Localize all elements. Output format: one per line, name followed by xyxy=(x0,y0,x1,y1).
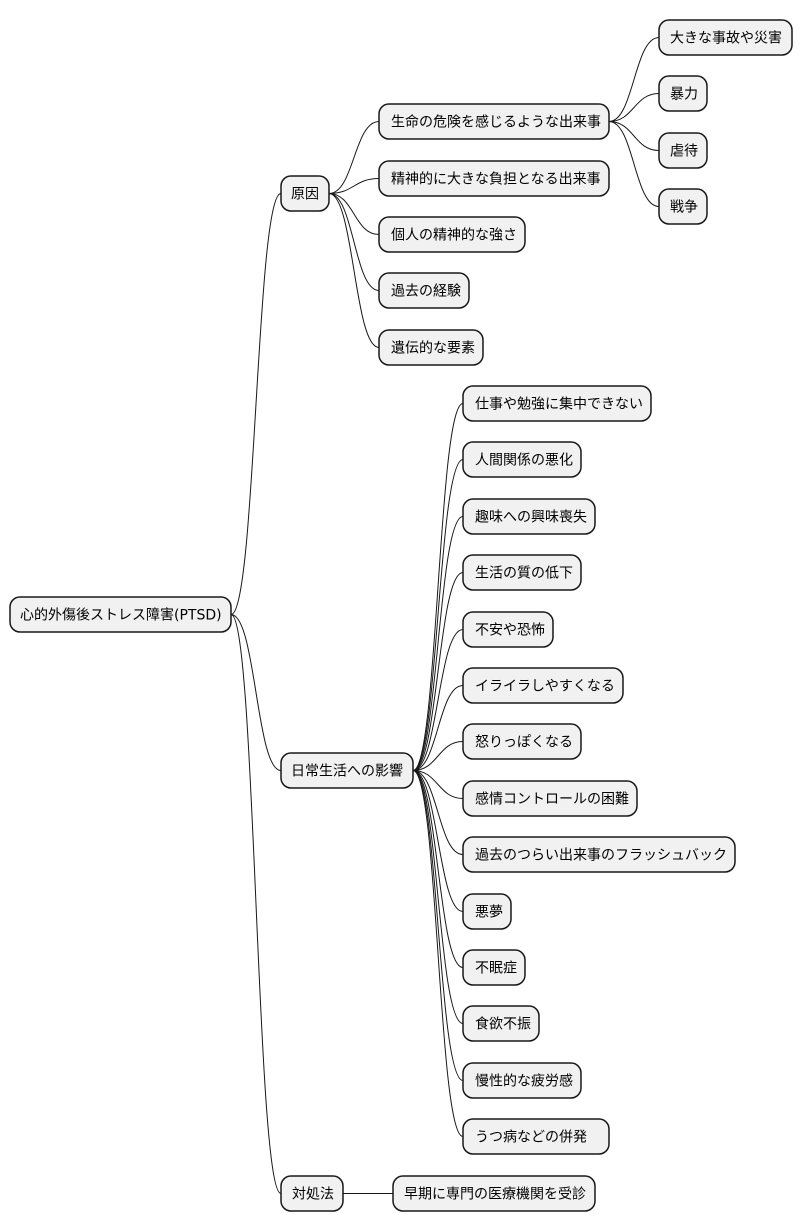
connector-line xyxy=(412,516,464,771)
connector-line xyxy=(608,121,660,207)
connector-line xyxy=(412,741,464,771)
impact-node-insomnia: 不眠症 xyxy=(462,949,526,986)
impact-node-quality-of-life: 生活の質の低下 xyxy=(462,554,582,591)
cause-node-life-threatening: 生命の危険を感じるような出来事 xyxy=(378,103,610,140)
cause-node-war: 戦争 xyxy=(658,188,708,225)
node-label: イライラしやすくなる xyxy=(475,679,615,695)
branch-node-causes: 原因 xyxy=(280,175,330,212)
connector-line xyxy=(412,770,464,968)
impact-node-anger: 怒りっぽくなる xyxy=(462,723,582,760)
impact-node-nightmares: 悪夢 xyxy=(462,893,512,930)
coping-node-medical-consultation: 早期に専門の医療機関を受診 xyxy=(392,1175,596,1212)
node-label: 戦争 xyxy=(670,200,698,216)
node-label: 生命の危険を感じるような出来事 xyxy=(391,114,601,131)
branch-node-label: 原因 xyxy=(291,187,319,203)
branch-node-coping: 対処法 xyxy=(280,1175,344,1212)
connector-line xyxy=(608,37,660,122)
cause-node-abuse: 虐待 xyxy=(658,132,708,169)
cause-node-genetic: 遺伝的な要素 xyxy=(378,329,484,366)
impact-node-depression: うつ病などの併発 xyxy=(462,1118,610,1155)
connector-line xyxy=(230,614,282,771)
node-label: 虐待 xyxy=(670,144,698,160)
node-label: 過去のつらい出来事のフラッシュバック xyxy=(475,848,727,864)
impact-node-fatigue: 慢性的な疲労感 xyxy=(462,1062,582,1099)
connector-line xyxy=(412,770,464,1081)
cause-node-mental-burden: 精神的に大きな負担となる出来事 xyxy=(378,160,610,197)
branch-node-label: 対処法 xyxy=(292,1187,334,1203)
node-label: 感情コントロールの困難 xyxy=(475,791,629,808)
impact-node-appetite-loss: 食欲不振 xyxy=(462,1005,540,1042)
branch-node-daily-life-impact: 日常生活への影響 xyxy=(280,752,414,789)
impact-node-loss-of-interest: 趣味への興味喪失 xyxy=(462,498,596,535)
cause-node-accident-disaster: 大きな事故や災害 xyxy=(658,19,793,56)
connector-line xyxy=(412,770,464,799)
node-label: 大きな事故や災害 xyxy=(670,31,782,47)
node-label: 怒りっぽくなる xyxy=(475,735,573,751)
connector-line xyxy=(230,193,282,615)
impact-node-relationships: 人間関係の悪化 xyxy=(462,441,582,478)
node-label: 慢性的な疲労感 xyxy=(475,1073,573,1090)
cause-node-violence: 暴力 xyxy=(658,75,708,112)
node-label: 精神的に大きな負担となる出来事 xyxy=(391,172,601,188)
node-label: 過去の経験 xyxy=(391,284,461,300)
node-label: 不眠症 xyxy=(475,961,517,977)
node-label: 人間関係の悪化 xyxy=(475,453,573,469)
impact-node-anxiety-fear: 不安や恐怖 xyxy=(462,611,554,648)
connector-line xyxy=(328,193,380,348)
node-label: 仕事や勉強に集中できない xyxy=(475,396,643,413)
connector-line xyxy=(328,121,380,194)
cause-node-mental-strength: 個人の精神的な強さ xyxy=(378,216,526,253)
connector-line xyxy=(328,193,380,235)
connector-line xyxy=(412,685,464,771)
impact-node-irritability: イライラしやすくなる xyxy=(462,667,624,704)
root-node-label: 心的外傷後ストレス障害(PTSD) xyxy=(20,608,222,624)
connector-line xyxy=(328,193,380,291)
node-label: 悪夢 xyxy=(475,905,503,921)
connector-line xyxy=(412,770,464,1137)
node-label: 生活の質の低下 xyxy=(475,566,573,582)
node-label: 趣味への興味喪失 xyxy=(475,510,587,526)
node-label: 暴力 xyxy=(670,87,698,103)
mindmap-connectors xyxy=(230,37,660,1194)
root-node: 心的外傷後ストレス障害(PTSD) xyxy=(9,596,232,633)
connector-line xyxy=(412,770,464,912)
node-label: 不安や恐怖 xyxy=(475,622,545,639)
connector-line xyxy=(412,403,464,771)
connector-line xyxy=(412,770,464,1024)
impact-node-concentration: 仕事や勉強に集中できない xyxy=(462,385,652,422)
node-label: 遺伝的な要素 xyxy=(391,341,475,357)
connector-line xyxy=(412,459,464,771)
node-label: 個人の精神的な強さ xyxy=(391,228,517,244)
impact-node-flashback: 過去のつらい出来事のフラッシュバック xyxy=(462,836,736,873)
connector-line xyxy=(412,572,464,771)
connector-line xyxy=(412,629,464,771)
impact-node-emotion-control: 感情コントロールの困難 xyxy=(462,780,638,817)
node-label: 早期に専門の医療機関を受診 xyxy=(404,1186,586,1203)
connector-line xyxy=(328,178,380,194)
connector-line xyxy=(608,121,660,151)
connector-line xyxy=(230,614,282,1194)
node-label: 食欲不振 xyxy=(475,1016,531,1033)
branch-node-label: 日常生活への影響 xyxy=(291,763,403,780)
cause-node-past-experience: 過去の経験 xyxy=(378,272,470,309)
connector-line xyxy=(412,770,464,855)
node-label: うつ病などの併発 xyxy=(475,1130,587,1146)
connector-line xyxy=(608,93,660,122)
